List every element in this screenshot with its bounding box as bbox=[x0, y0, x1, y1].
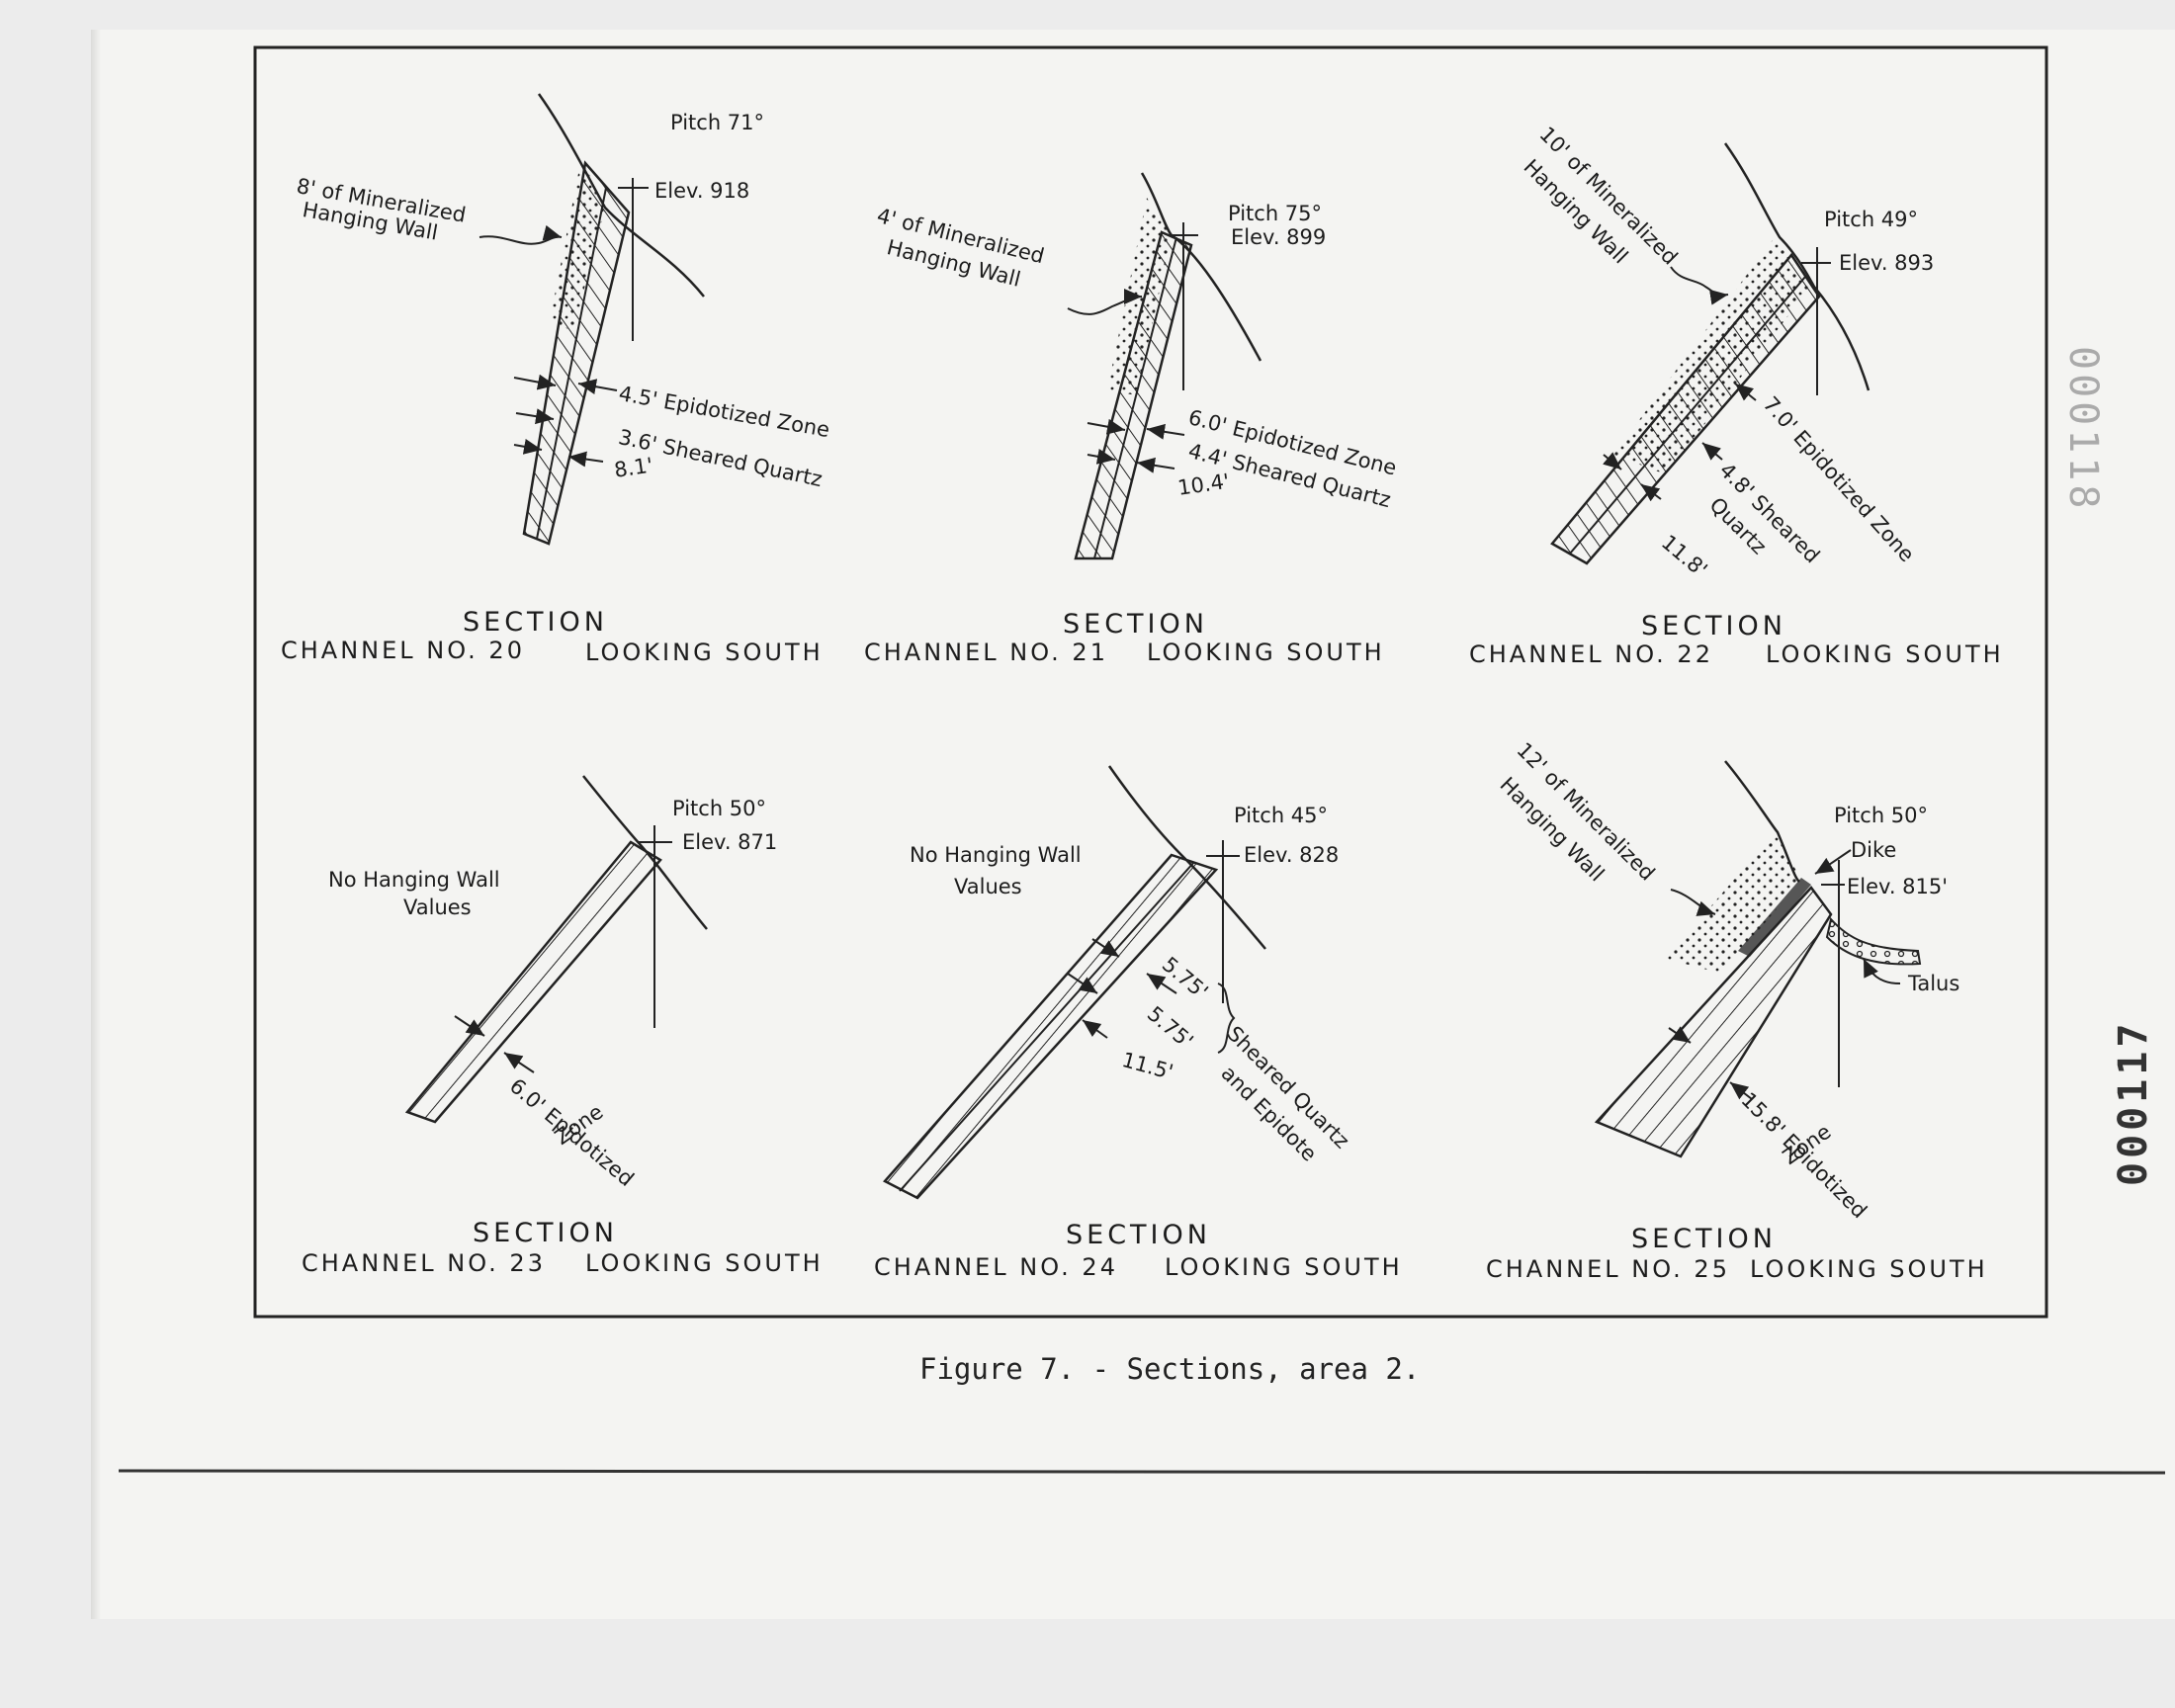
section-title-ch25: SECTION bbox=[1631, 1224, 1777, 1254]
channel-label-ch21: CHANNEL NO. 21 bbox=[864, 639, 1108, 666]
dimension-arrow bbox=[1729, 1081, 1753, 1100]
pitch-label: Pitch 71° bbox=[670, 111, 765, 134]
no-hanging-wall-line1: No Hanging Wall bbox=[910, 843, 1082, 867]
no-hanging-wall-line1: No Hanging Wall bbox=[328, 868, 500, 892]
no-hanging-wall-line2: Values bbox=[403, 896, 472, 919]
vein-zone bbox=[1594, 886, 1833, 1158]
section-title-ch24: SECTION bbox=[1066, 1220, 1211, 1250]
vein-zone bbox=[1550, 252, 1821, 565]
vein-zone bbox=[883, 853, 1219, 1200]
leader-line bbox=[1670, 889, 1716, 916]
section-ch21-drawing bbox=[1067, 172, 1262, 560]
leader-line bbox=[478, 224, 563, 245]
dike bbox=[1738, 878, 1811, 957]
elevation-label: Elev. 815' bbox=[1847, 875, 1949, 898]
dimension-arrow bbox=[454, 1015, 485, 1037]
dimension-arrow bbox=[1640, 483, 1662, 502]
channel-label-ch25: CHANNEL NO. 25 bbox=[1486, 1255, 1730, 1283]
dimension-arrow bbox=[1087, 418, 1126, 435]
looking-label-ch21: LOOKING SOUTH bbox=[1147, 639, 1385, 666]
zone-label-total: 8.1' bbox=[612, 453, 654, 482]
elevation-label: Elev. 828 bbox=[1244, 843, 1340, 867]
talus-label: Talus bbox=[1908, 972, 1960, 995]
leader-line bbox=[1814, 849, 1852, 875]
page-rule bbox=[118, 1469, 2166, 1475]
dimension-arrow bbox=[1146, 423, 1185, 440]
dimension-arrow bbox=[1603, 452, 1622, 470]
section-ch25-drawing bbox=[1594, 760, 1922, 1158]
looking-label-ch20: LOOKING SOUTH bbox=[585, 639, 824, 666]
channel-label-ch20: CHANNEL NO. 20 bbox=[281, 637, 525, 664]
section-ch23-drawing bbox=[404, 775, 708, 1124]
ground-surface-line bbox=[1107, 765, 1266, 950]
section-title-ch20: SECTION bbox=[463, 607, 608, 638]
page-stamp-top: 000118 bbox=[2060, 346, 2106, 513]
looking-label-ch22: LOOKING SOUTH bbox=[1766, 640, 2004, 668]
dimension-arrow bbox=[567, 451, 604, 468]
dimension-arrow bbox=[1082, 1019, 1108, 1039]
bracket bbox=[1217, 982, 1236, 1054]
vein-split-line bbox=[1569, 276, 1806, 555]
dimension-arrow bbox=[503, 1052, 535, 1073]
section-ch22-drawing bbox=[1550, 142, 1870, 565]
pitch-label: Pitch 45° bbox=[1234, 804, 1329, 827]
section-title-ch22: SECTION bbox=[1641, 611, 1786, 641]
elevation-label: Elev. 893 bbox=[1839, 251, 1935, 275]
dimension-arrow bbox=[1734, 383, 1757, 401]
hanging-wall-zone bbox=[1666, 832, 1801, 974]
figure-frame bbox=[253, 45, 2048, 1319]
vein-split-line bbox=[536, 187, 607, 540]
dimension-arrow bbox=[577, 379, 618, 395]
ground-surface-line bbox=[582, 775, 708, 930]
section-title-ch23: SECTION bbox=[473, 1218, 618, 1248]
ground-surface-line bbox=[1723, 142, 1870, 391]
dimension-arrow bbox=[513, 374, 557, 390]
elevation-label: Elev. 871 bbox=[682, 830, 778, 854]
section-ch20-drawing bbox=[478, 93, 705, 546]
channel-label-ch22: CHANNEL NO. 22 bbox=[1469, 640, 1713, 668]
leader-line bbox=[1067, 289, 1143, 315]
pitch-label: Pitch 50° bbox=[1834, 804, 1929, 827]
dimension-arrow bbox=[1087, 448, 1116, 465]
dimension-arrow bbox=[1701, 442, 1723, 461]
dimension-arrow bbox=[1668, 1026, 1692, 1044]
looking-label-ch25: LOOKING SOUTH bbox=[1750, 1255, 1988, 1283]
dimension-arrow bbox=[513, 438, 543, 455]
dimension-arrow bbox=[1091, 938, 1120, 958]
talus bbox=[1825, 916, 1922, 966]
figure-caption: Figure 7. - Sections, area 2. bbox=[919, 1352, 1421, 1386]
leader-line bbox=[1670, 266, 1729, 305]
pitch-label: Pitch 75° bbox=[1228, 202, 1323, 225]
elevation-label: Elev. 899 bbox=[1231, 225, 1327, 249]
page-stamp-bottom: 000117 bbox=[2111, 1019, 2156, 1187]
dimension-arrow bbox=[1067, 973, 1098, 994]
looking-label-ch24: LOOKING SOUTH bbox=[1165, 1253, 1403, 1281]
section-ch24-drawing bbox=[883, 765, 1266, 1200]
leader-line bbox=[1863, 958, 1901, 984]
dimension-arrow bbox=[515, 408, 555, 425]
section-title-ch21: SECTION bbox=[1063, 609, 1208, 640]
looking-label-ch23: LOOKING SOUTH bbox=[585, 1249, 824, 1277]
scan-edge bbox=[91, 30, 101, 1619]
channel-label-ch23: CHANNEL NO. 23 bbox=[302, 1249, 546, 1277]
vein-zone bbox=[522, 160, 631, 546]
elevation-label: Elev. 918 bbox=[654, 179, 750, 203]
vein-split-line bbox=[1093, 236, 1177, 559]
pitch-label: Pitch 50° bbox=[672, 797, 767, 820]
pitch-label: Pitch 49° bbox=[1824, 208, 1919, 231]
dike-label: Dike bbox=[1851, 838, 1897, 862]
dimension-arrow bbox=[1136, 457, 1175, 473]
channel-label-ch24: CHANNEL NO. 24 bbox=[874, 1253, 1118, 1281]
no-hanging-wall-line2: Values bbox=[954, 875, 1022, 898]
vein-split-line bbox=[899, 861, 1195, 1192]
dimension-arrow bbox=[1146, 973, 1177, 994]
